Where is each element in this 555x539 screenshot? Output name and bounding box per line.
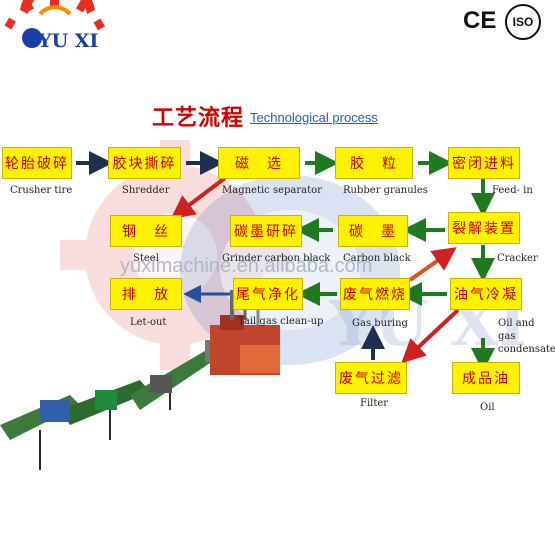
caption-oil-gas: Oil and gas condensate xyxy=(498,318,555,355)
node-feed-in: 密闭进料 xyxy=(448,147,520,179)
node-rubber-granules: 胶 粒 xyxy=(335,147,413,179)
node-shredder: 胶块撕碎 xyxy=(108,147,181,179)
title-english: Technological process xyxy=(250,110,378,125)
ce-mark-icon: CE xyxy=(463,7,497,34)
node-magnetic: 磁 选 xyxy=(218,147,300,179)
node-carbon-black: 碳 墨 xyxy=(338,215,408,247)
node-tail-gas: 尾气净化 xyxy=(233,278,303,310)
caption-shredder: Shredder xyxy=(122,185,170,196)
caption-magnetic: Magnetic separator xyxy=(222,185,322,196)
caption-gas-buring: Gas buring xyxy=(352,318,408,329)
node-steel: 钢 丝 xyxy=(110,215,182,247)
node-crusher-tire: 轮胎破碎 xyxy=(2,147,72,179)
node-grinder: 碳墨研碎 xyxy=(230,215,302,247)
iso-mark-icon: ISO xyxy=(505,4,541,40)
machine-illustration xyxy=(0,285,280,470)
arrow-magnetic-steel xyxy=(170,176,227,220)
caption-filter: Filter xyxy=(360,398,389,409)
node-gas-buring: 废气燃烧 xyxy=(340,278,410,310)
node-let-out: 排 放 xyxy=(110,278,182,310)
caption-carbon-black: Carbon black xyxy=(343,253,411,264)
caption-steel: Steel xyxy=(133,253,159,264)
caption-let-out: Let-out xyxy=(130,317,167,328)
company-logo-icon xyxy=(4,0,105,48)
arrow-gas-cracker xyxy=(408,247,457,282)
caption-crusher-tire: Crusher tire xyxy=(10,185,73,196)
logo-text: YU XI xyxy=(38,30,99,52)
caption-oil: Oil xyxy=(480,402,495,413)
iso-label: ISO xyxy=(512,15,534,29)
caption-cracker: Cracker xyxy=(497,253,538,264)
caption-grinder: Grinder carbon black xyxy=(222,253,331,264)
arrow-oil-gas-filter xyxy=(401,308,460,364)
caption-rubber-granules: Rubber granules xyxy=(343,185,428,196)
title-chinese: 工艺流程 xyxy=(152,106,245,131)
site-watermark: yuximachine.en.alibaba.com xyxy=(120,255,373,277)
caption-feed-in: Feed- in xyxy=(492,185,533,196)
node-oil: 成品油 xyxy=(452,362,520,394)
node-oil-gas: 油气冷凝 xyxy=(450,278,522,310)
node-filter: 废气过滤 xyxy=(335,362,407,394)
caption-tail-gas: Tail gas clean-up xyxy=(238,316,324,327)
node-cracker: 裂解装置 xyxy=(448,212,520,244)
